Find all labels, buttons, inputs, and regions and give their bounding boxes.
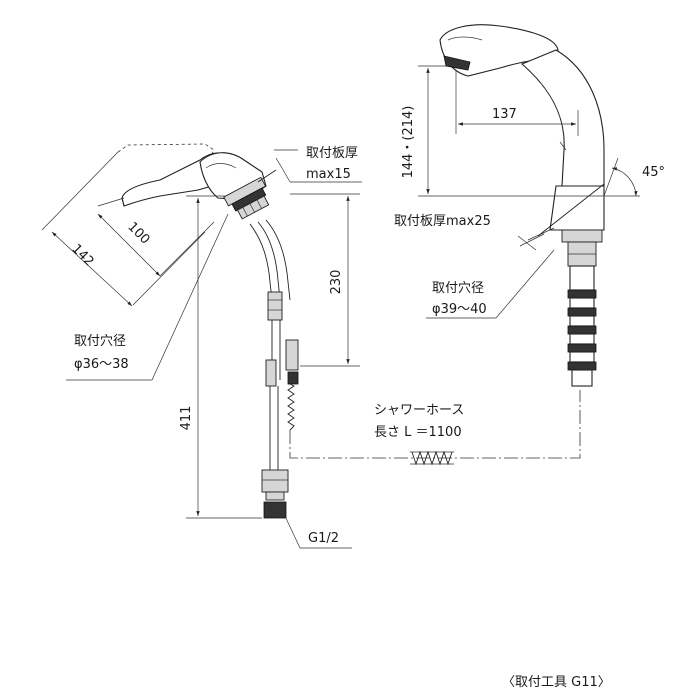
right-dimensions — [418, 65, 640, 319]
hose-corrugated — [287, 383, 295, 431]
lever-raised-outline — [117, 143, 215, 159]
pipe-fitting-upper — [267, 291, 283, 321]
right-hole-value: φ39～40 — [432, 302, 487, 317]
shank — [569, 265, 595, 291]
left-hole-value: φ36～38 — [74, 357, 129, 372]
dim-230-label: 230 — [329, 270, 344, 295]
right-faucet-view — [439, 24, 605, 387]
mounting-plate-slant — [537, 183, 605, 237]
dim-100-label: 100 — [124, 219, 152, 247]
mounting-plate-mark — [257, 169, 277, 183]
left-plate-thickness-value: max15 — [306, 167, 351, 182]
supply-pipe-inner — [249, 223, 273, 301]
dim-142-label: 142 — [68, 241, 96, 269]
hex-nut-upper — [261, 469, 289, 493]
spout-base — [549, 185, 605, 231]
right-hole-label: 取付穴径 — [432, 281, 484, 296]
shank-ribs — [567, 289, 597, 387]
supply-pipe-outer — [257, 221, 281, 301]
left-faucet-view — [117, 143, 299, 519]
thread-size-label: G1/2 — [308, 531, 339, 546]
left-labels: 取付板厚 max15 100 142 230 411 取付穴径 φ36～38 G… — [68, 146, 358, 546]
left-dimensions — [41, 149, 362, 549]
curved-spout — [520, 49, 605, 187]
dim-411-label: 411 — [179, 406, 194, 431]
hose-length: 長さ L ＝1100 — [374, 425, 462, 440]
left-hole-label: 取付穴径 — [74, 334, 126, 349]
angle-label: 45° — [642, 165, 665, 180]
hex-nut-lower — [265, 491, 285, 501]
body-groove — [205, 163, 237, 169]
hose-labels: シャワーホース 長さ L ＝1100 — [374, 403, 464, 440]
head-nozzle — [443, 55, 471, 71]
base-nut — [223, 176, 270, 220]
right-base-nut — [561, 229, 603, 243]
dim-144-label: 144・(214) — [401, 106, 416, 179]
supply-pipe-second — [265, 219, 291, 301]
flex-hose — [269, 386, 279, 470]
shower-hose-route — [289, 390, 581, 466]
hose-label: シャワーホース — [374, 403, 464, 418]
mounting-tool-note: 〈取付工具 G11〉 — [502, 675, 611, 690]
check-valve-nut — [287, 371, 299, 385]
check-valve — [285, 339, 299, 371]
lever-tip — [121, 197, 125, 207]
dim-137-label: 137 — [492, 107, 517, 122]
g-thread-fitting — [263, 501, 287, 519]
left-plate-thickness-label: 取付板厚 — [306, 146, 358, 161]
right-labels: 137 144・(214) 45° 取付板厚max25 取付穴径 φ39～40 — [394, 106, 665, 317]
flex-hose-segment — [265, 359, 277, 387]
hose-coil-symbol — [411, 450, 453, 466]
right-plate-thickness-label: 取付板厚max25 — [394, 214, 491, 229]
